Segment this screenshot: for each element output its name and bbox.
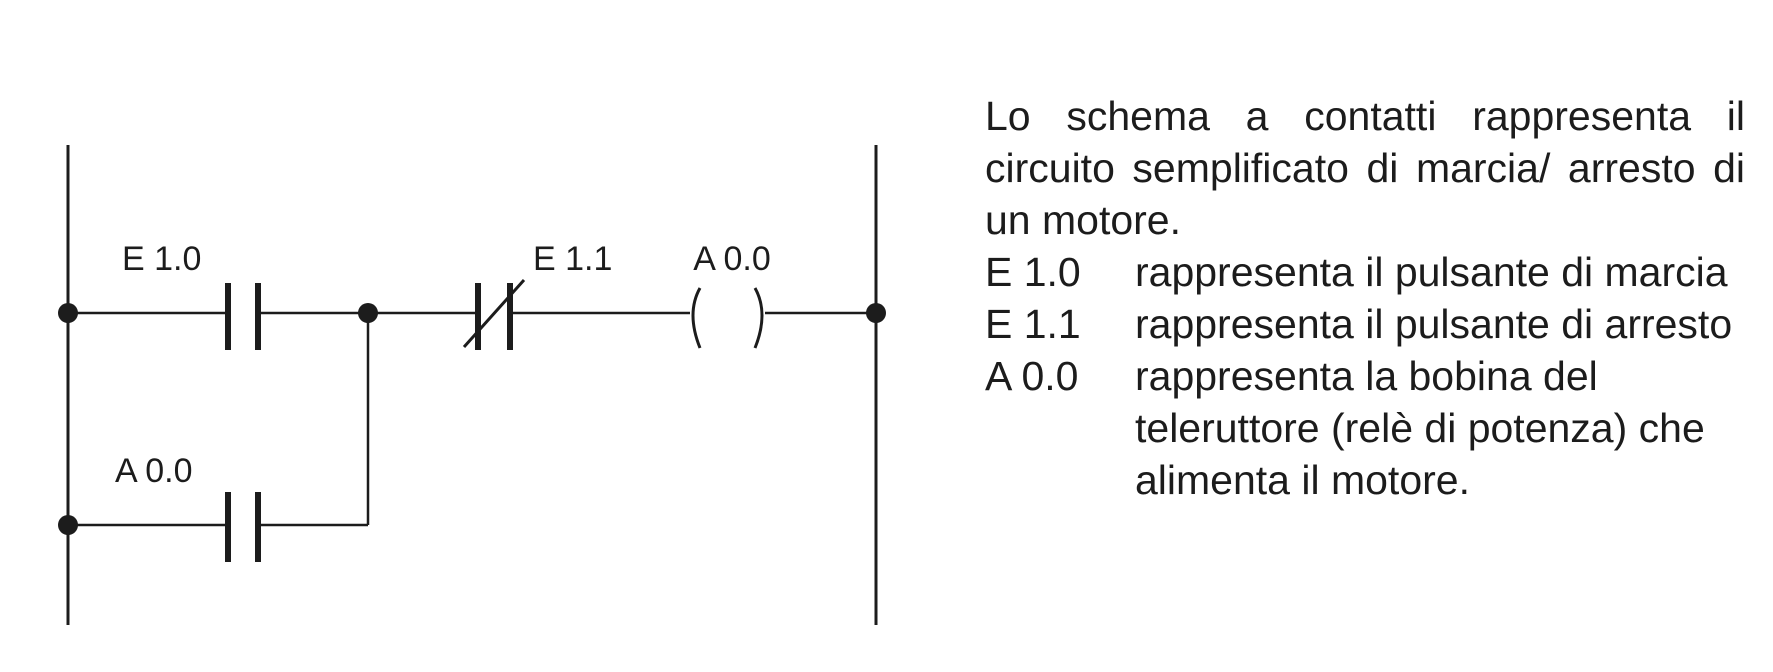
label-e10: E 1.0 xyxy=(122,240,201,278)
contact-e10 xyxy=(225,283,261,350)
contact-e11 xyxy=(462,278,526,350)
junction-dot xyxy=(58,515,78,535)
legend-entry-e11: E 1.1 rappresenta il pulsante di arresto xyxy=(985,298,1745,350)
contact-a00 xyxy=(225,492,261,562)
label-contact-a00: A 0.0 xyxy=(115,452,193,490)
junction-dot xyxy=(58,303,78,323)
legend-entry-e10: E 1.0 rappresenta il pulsante di marcia xyxy=(985,246,1745,298)
junction-dot xyxy=(866,303,886,323)
description-intro: Lo schema a contatti rappresenta il circ… xyxy=(985,93,1745,243)
label-e11: E 1.1 xyxy=(533,240,612,278)
junction-dot xyxy=(358,303,378,323)
description: Lo schema a contatti rappresenta il circ… xyxy=(985,90,1745,506)
legend-text: rappresenta il pulsante di marcia xyxy=(1135,249,1728,295)
legend-code: A 0.0 xyxy=(985,353,1079,399)
legend-text: rappresenta la bobina del teleruttore (r… xyxy=(1135,353,1705,503)
coil-a00 xyxy=(691,287,764,349)
legend-entry-a00: A 0.0 rappresenta la bobina del telerutt… xyxy=(985,350,1745,506)
ladder-diagram: E 1.0 E 1.1 A 0.0 A 0.0 xyxy=(58,145,886,625)
legend-code: E 1.0 xyxy=(985,249,1081,295)
legend-text: rappresenta il pulsante di arresto xyxy=(1135,301,1733,347)
legend-code: E 1.1 xyxy=(985,301,1081,347)
label-coil-a00: A 0.0 xyxy=(693,240,771,278)
